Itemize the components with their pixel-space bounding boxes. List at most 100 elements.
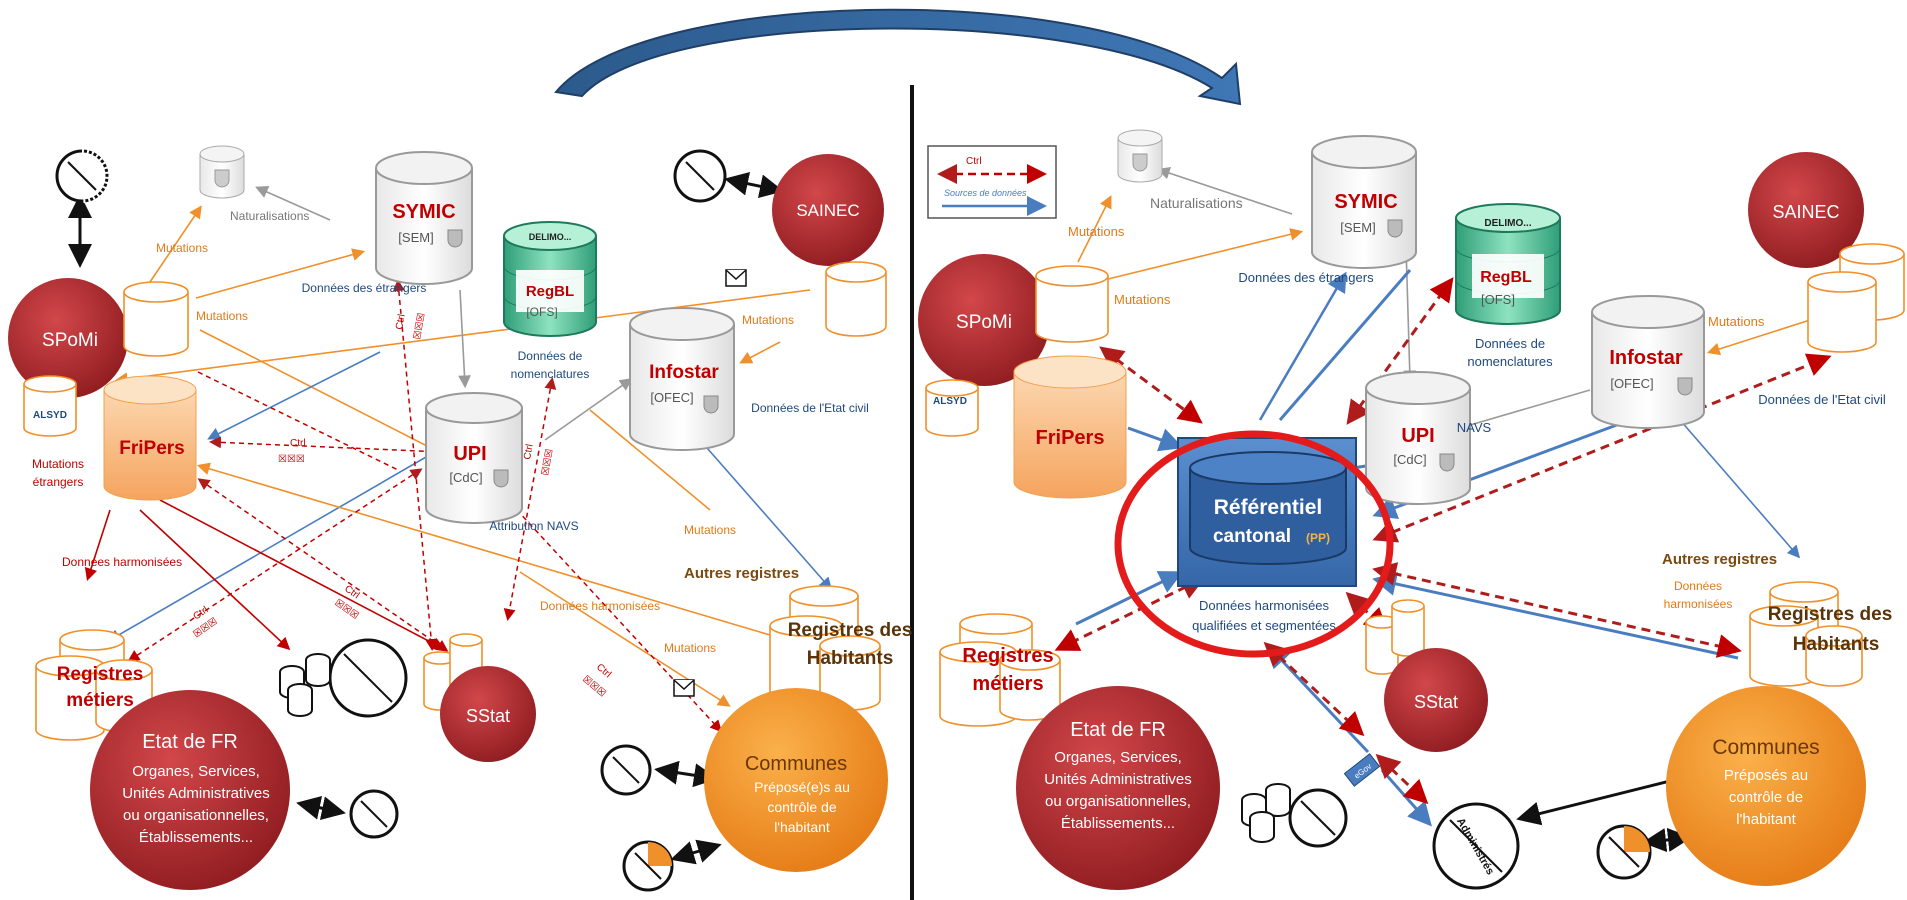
etat-fr-node [1016,686,1220,890]
communes-line: contrôle de [767,799,836,815]
etat-fr-line: Établissements... [1061,815,1175,832]
spomi-node [918,254,1050,386]
delimo-label: DELIMO... [1484,218,1531,229]
fripers-label: FriPers [1036,427,1105,449]
communes-node [1666,686,1866,886]
infostar-db [629,307,735,451]
infostar-title: Infostar [649,362,719,383]
mutations-label-r3: Mutations [1708,314,1765,329]
spomi-db [1035,265,1109,343]
upi-title: UPI [1401,425,1434,447]
referentiel-title-1: Référentiel [1214,496,1323,519]
egov-tag [1343,753,1381,787]
symic-title: SYMIC [1334,191,1397,213]
autres-registres-label: Autres registres [1662,551,1777,568]
upi-sub: [CdC] [449,470,482,485]
communes-line: Préposés au [1724,767,1808,784]
etat-fr-line: Organes, Services, [1054,749,1182,766]
registres-metiers-1: Registres [57,664,144,685]
upi-sub: [CdC] [1393,452,1426,467]
symic-sub: [SEM] [1340,220,1375,235]
sainec-node [772,154,884,266]
attribution-navs-label: Attribution NAVS [489,519,578,533]
infostar-db [1591,295,1705,429]
registres-metiers-1: Registres [962,645,1053,667]
mutations-etrangers-2: étrangers [33,475,84,489]
naturalisations-label: Naturalisations [230,209,309,223]
ctrl-marks: ☒☒☒ [412,312,428,340]
donnees-harmonisees-mid: Données harmonisées [540,599,660,613]
referentiel-pp: (PP) [1306,531,1330,545]
sstat-label: SStat [466,706,510,726]
spomi-label: SPoMi [42,330,98,351]
etat-fr-line: Établissements... [139,829,253,846]
nomenclatures-label-2: nomenclatures [1467,354,1553,369]
alsyd-db [925,379,979,437]
communes-line: Préposé(e)s au [754,779,850,795]
legend-sources: Sources de données [944,188,1027,198]
spomi-label: SPoMi [956,312,1012,333]
spomi-db [123,281,189,357]
registres-metiers-2: métiers [66,690,134,711]
nomenclatures-label-1: Données de [518,349,583,363]
communes-title: Communes [745,753,847,775]
administre-icon [55,149,109,203]
etat-fr-node [90,690,290,890]
registres-habitants-1: Registres des [1768,604,1893,625]
communes-node [704,688,888,872]
sainec-db [825,261,887,337]
communes-line: l'habitant [774,819,830,835]
alsyd-label: ALSYD [933,396,967,407]
communes-line: l'habitant [1736,811,1796,828]
sstat-label: SStat [1414,692,1458,712]
navs-label: NAVS [1457,420,1492,435]
etat-fr-title: Etat de FR [142,731,238,753]
fripers-db [103,375,197,501]
nomenclatures-label-2: nomenclatures [511,367,590,381]
highlight-ring [1114,430,1394,658]
upi-title: UPI [453,443,486,465]
symic-title: SYMIC [392,201,455,223]
communes-line: contrôle de [1729,789,1803,806]
infostar-title: Infostar [1609,347,1683,369]
regbl-sub: [OFS] [1481,292,1515,307]
registres-metiers-db [939,613,1061,727]
etat-fr-line: Unités Administratives [122,785,270,802]
mutations-label-r1: Mutations [1068,224,1125,239]
mutations-label-3: Mutations [742,313,794,327]
ctrl-label: Ctrl [394,313,408,330]
clients-autorises-icon [1288,788,1348,848]
sstat-node [440,666,536,762]
etat-fr-line: Organes, Services, [132,763,260,780]
regbl-title: RegBL [526,283,574,300]
donnees-etrangers-label: Données des étrangers [1238,270,1374,285]
ctrl-marks: ☒☒☒ [540,448,556,476]
referentiel-db [1189,451,1347,565]
envelope-icon [673,269,747,697]
infostar-sub: [OFEC] [650,390,693,405]
sainec-label: SAINEC [1772,202,1839,222]
mutations-label-5: Mutations [664,641,716,655]
alsyd-label: ALSYD [33,410,67,421]
mutations-etrangers-1: Mutations [32,457,84,471]
delimo-label: DELIMO... [529,232,572,242]
ctrl-marks: ☒☒☒ [332,597,360,621]
sstat-node [1384,648,1488,752]
donnees-harmonisees-r2: harmonisées [1664,597,1733,611]
etat-fr-line: Unités Administratives [1044,771,1192,788]
etat-fr-line: ou organisationnelles, [123,807,269,824]
donnees-harmonisees-left: Données harmonisées [62,555,182,569]
autres-registres-label: Autres registres [684,565,799,582]
registres-metiers-2: métiers [972,673,1043,695]
spomi-node [8,278,128,398]
mutations-label-4: Mutations [684,523,736,537]
naturalisation-db [199,145,245,199]
left-panel: SYMIC [SEM] Données des étrangers DELIMO… [8,145,912,892]
mini-db-icon [279,653,331,717]
habitants-db [1749,581,1863,687]
ctrl-label: Ctrl [594,662,613,680]
etat-civil-label: Données de l'Etat civil [1758,392,1886,407]
registres-habitants-2: Habitants [1793,634,1880,655]
symic-sub: [SEM] [398,230,433,245]
